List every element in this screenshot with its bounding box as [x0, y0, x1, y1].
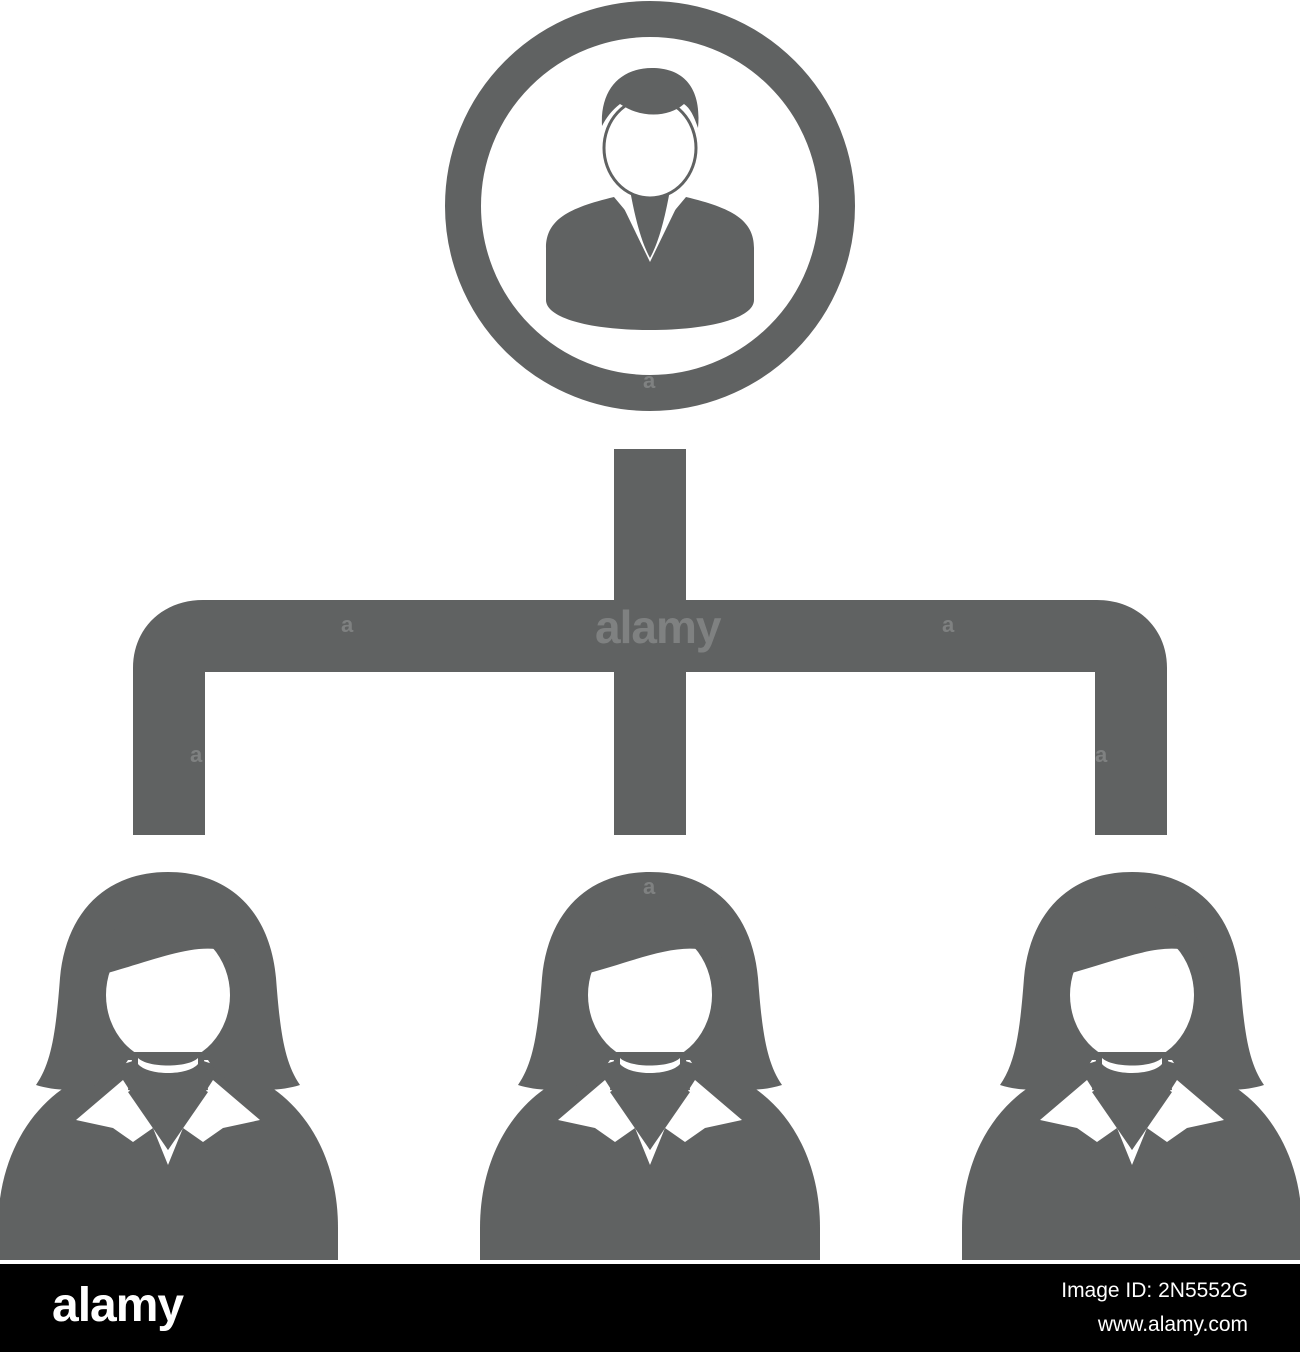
image-id: Image ID: 2N5552G	[1061, 1279, 1248, 1302]
watermark-mark: a	[1095, 742, 1107, 767]
top-node	[445, 1, 855, 411]
top-node-ring	[445, 1, 855, 411]
footer-logo: alamy	[52, 1279, 184, 1332]
woman-avatar-icon	[0, 872, 338, 1260]
watermark-mark: a	[942, 612, 954, 637]
watermark-mark: a	[190, 742, 202, 767]
horizontal-branch	[133, 600, 1167, 835]
footer-image-info: Image ID: 2N5552G www.alamy.com	[1061, 1274, 1248, 1342]
woman-avatar-icon	[962, 872, 1300, 1260]
site-url: www.alamy.com	[1097, 1313, 1248, 1336]
watermark-logo: alamy	[595, 601, 721, 653]
watermark-mark: a	[643, 874, 655, 899]
hierarchy-diagram	[0, 1, 1300, 1260]
watermark-mark: a	[643, 368, 655, 393]
man-avatar-icon	[546, 68, 754, 330]
connector-lines	[133, 449, 1167, 835]
woman-avatar-icon	[480, 872, 820, 1260]
watermark-mark: a	[341, 612, 353, 637]
footer-bar: alamy	[0, 1264, 1300, 1352]
org-chart-illustration: alamy a a a a a a	[0, 1, 1300, 1260]
